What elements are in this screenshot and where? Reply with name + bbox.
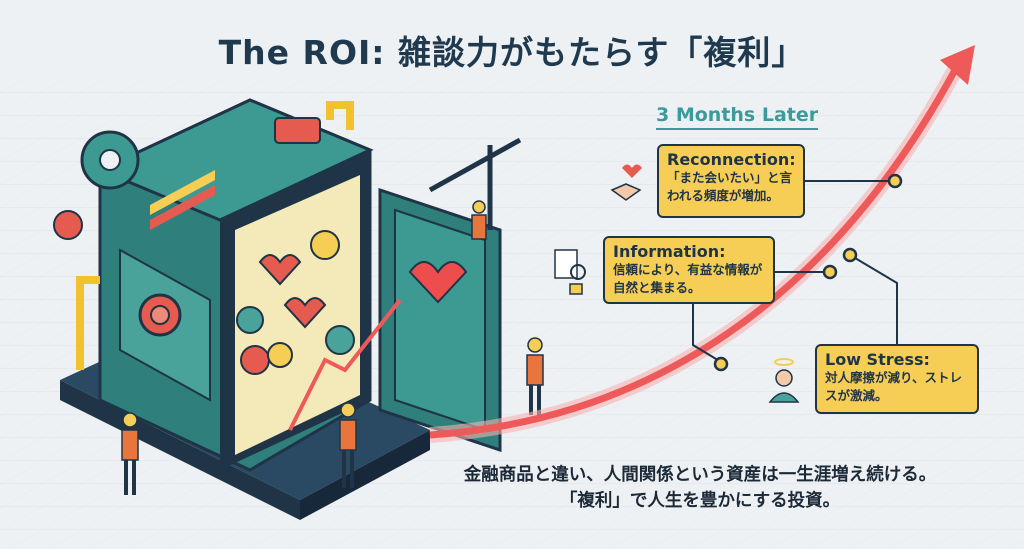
benefit-card-reconnection: Reconnection: 「また会いたい」と言われる頻度が増加。: [657, 144, 805, 218]
summary-text: 金融商品と違い、人間関係という資産は一生涯増え続ける。 「複利」で人生を豊かにす…: [400, 462, 1000, 514]
benefit-text: 対人摩擦が減り、ストレスが激減。: [825, 370, 963, 403]
growth-curve: [429, 68, 959, 439]
summary-line-2: 「複利」で人生を豊かにする投資。: [559, 491, 841, 511]
compound-machine: [53, 98, 544, 520]
timeline-label: 3 Months Later: [656, 104, 819, 130]
benefit-card-low-stress: Low Stress: 対人摩擦が減り、ストレスが激減。: [815, 344, 979, 414]
benefit-text: 信頼により、有益な情報が自然と集まる。: [613, 262, 763, 295]
benefit-heading: Low Stress:: [825, 350, 930, 369]
arrow-head-icon: [940, 45, 975, 85]
timeline-nodes: [713, 173, 903, 372]
connectors: [692, 180, 898, 363]
calm-person-halo-icon: [768, 358, 800, 403]
benefit-card-information: Information: 信頼により、有益な情報が自然と集まる。: [603, 236, 775, 304]
handshake-heart-icon: [610, 164, 642, 201]
benefit-heading: Reconnection:: [667, 150, 796, 169]
document-search-lock-icon: [554, 249, 586, 295]
page-title: The ROI: 雑談力がもたらす「複利」: [218, 33, 806, 72]
summary-line-1: 金融商品と違い、人間関係という資産は一生涯増え続ける。: [463, 465, 937, 485]
benefit-heading: Information:: [613, 242, 726, 261]
benefit-text: 「また会いたい」と言われる頻度が増加。: [667, 170, 793, 203]
